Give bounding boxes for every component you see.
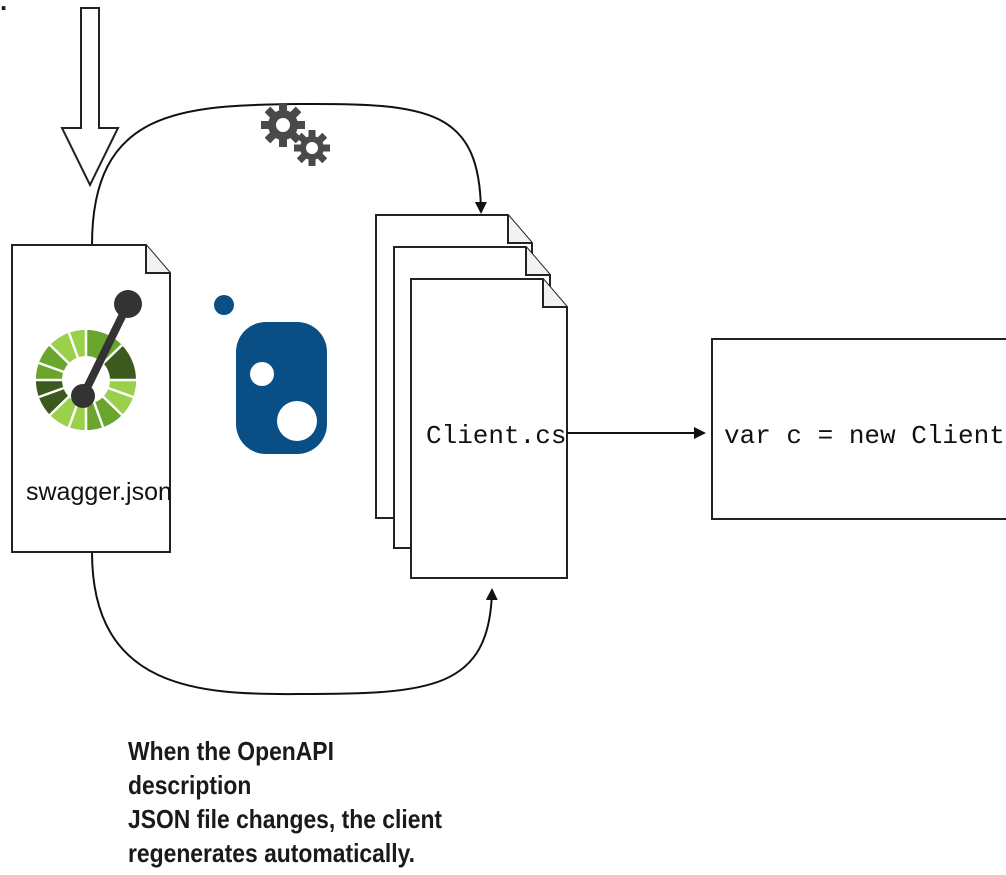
openapi-document: swagger.json	[11, 244, 172, 553]
caption-line-1: When the OpenAPI description	[128, 736, 334, 800]
bottom-regeneration-arrow	[91, 551, 498, 696]
openapi-file-label: swagger.json	[26, 478, 172, 506]
hollow-down-arrow-icon	[60, 7, 120, 188]
usage-code-text: var c = new Client()	[724, 421, 1006, 451]
caption-line-3: regenerates automatically.	[128, 838, 415, 868]
client-file-label: Client.cs	[426, 421, 566, 451]
diagram-caption: When the OpenAPI description JSON file c…	[128, 734, 462, 870]
clipped-top-text: .	[0, 0, 8, 16]
generated-client-files: Client.cs	[375, 214, 568, 579]
caption-line-2: JSON file changes, the client	[128, 804, 443, 834]
nswag-logo-icon	[214, 295, 327, 454]
usage-code-box: var c = new Client()	[711, 338, 1006, 520]
openapi-logo-icon	[35, 290, 142, 431]
client-file-front: Client.cs	[410, 278, 568, 579]
gears-icon	[261, 103, 330, 166]
top-regeneration-arrow	[91, 102, 487, 246]
